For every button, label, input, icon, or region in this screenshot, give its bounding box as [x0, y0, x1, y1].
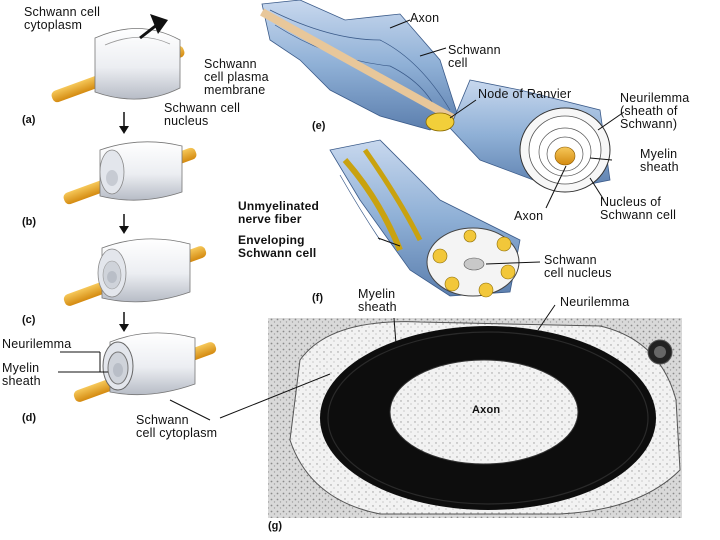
label-neurilemma-e: Neurilemma (sheath of Schwann) — [620, 91, 690, 131]
axon-e — [260, 8, 462, 126]
panel-c-illustration — [63, 238, 207, 306]
label-unmyelinated-nerve-fiber: Unmyelinated nerve fiber — [238, 199, 320, 226]
panel-tag-b: (b) — [22, 216, 37, 228]
panel-g-micrograph — [219, 304, 682, 518]
label-schwann-cell-e: Schwann cell — [448, 43, 501, 70]
label-schwann-cell-nucleus-a: Schwann cell nucleus — [164, 101, 241, 128]
label-axon-g: Axon — [472, 404, 501, 416]
label-myelin-sheath-e: Myelin sheath — [640, 147, 679, 174]
panel-e-illustration — [260, 0, 625, 209]
label-neurilemma-g: Neurilemma — [560, 295, 630, 309]
label-nucleus-of-schwann-cell: Nucleus of Schwann cell — [600, 195, 677, 222]
panel-b-arrow-down — [119, 214, 129, 234]
panel-tag-c: (c) — [22, 314, 36, 326]
panel-a-illustration — [51, 14, 185, 103]
panel-tag-e: (e) — [312, 120, 326, 132]
panel-f-illustration — [329, 139, 541, 298]
panel-tag-d: (d) — [22, 412, 37, 424]
panel-b-illustration — [63, 141, 197, 205]
label-axon-e2: Axon — [514, 209, 544, 223]
label-myelin-sheath-d: Myelin sheath — [2, 361, 41, 388]
node-of-ranvier-marker — [425, 112, 455, 132]
panel-tag-f: (f) — [312, 292, 323, 304]
label-node-of-ranvier: Node of Ranvier — [478, 87, 572, 101]
label-myelin-sheath-g: Myelin sheath — [358, 287, 397, 314]
label-enveloping-schwann-cell: Enveloping Schwann cell — [238, 233, 317, 260]
panel-tag-a: (a) — [22, 114, 36, 126]
panel-a-arrow-down — [119, 112, 129, 134]
label-schwann-cell-cytoplasm-d: Schwann cell cytoplasm — [136, 413, 218, 440]
label-axon-e: Axon — [410, 11, 440, 25]
panel-c-arrow-down — [119, 312, 129, 332]
label-schwann-cell-cytoplasm-a: Schwann cell cytoplasm — [24, 5, 101, 32]
schwann-cell-a — [94, 28, 181, 100]
label-schwann-cell-plasma-membrane: Schwann cell plasma membrane — [204, 57, 269, 97]
panel-tag-g: (g) — [268, 520, 283, 532]
axon-g — [389, 359, 579, 465]
label-schwann-cell-nucleus-f: Schwann cell nucleus — [544, 253, 612, 280]
panel-d-illustration — [58, 332, 217, 421]
label-neurilemma-d: Neurilemma — [2, 337, 72, 351]
arrow-icon — [150, 14, 168, 34]
